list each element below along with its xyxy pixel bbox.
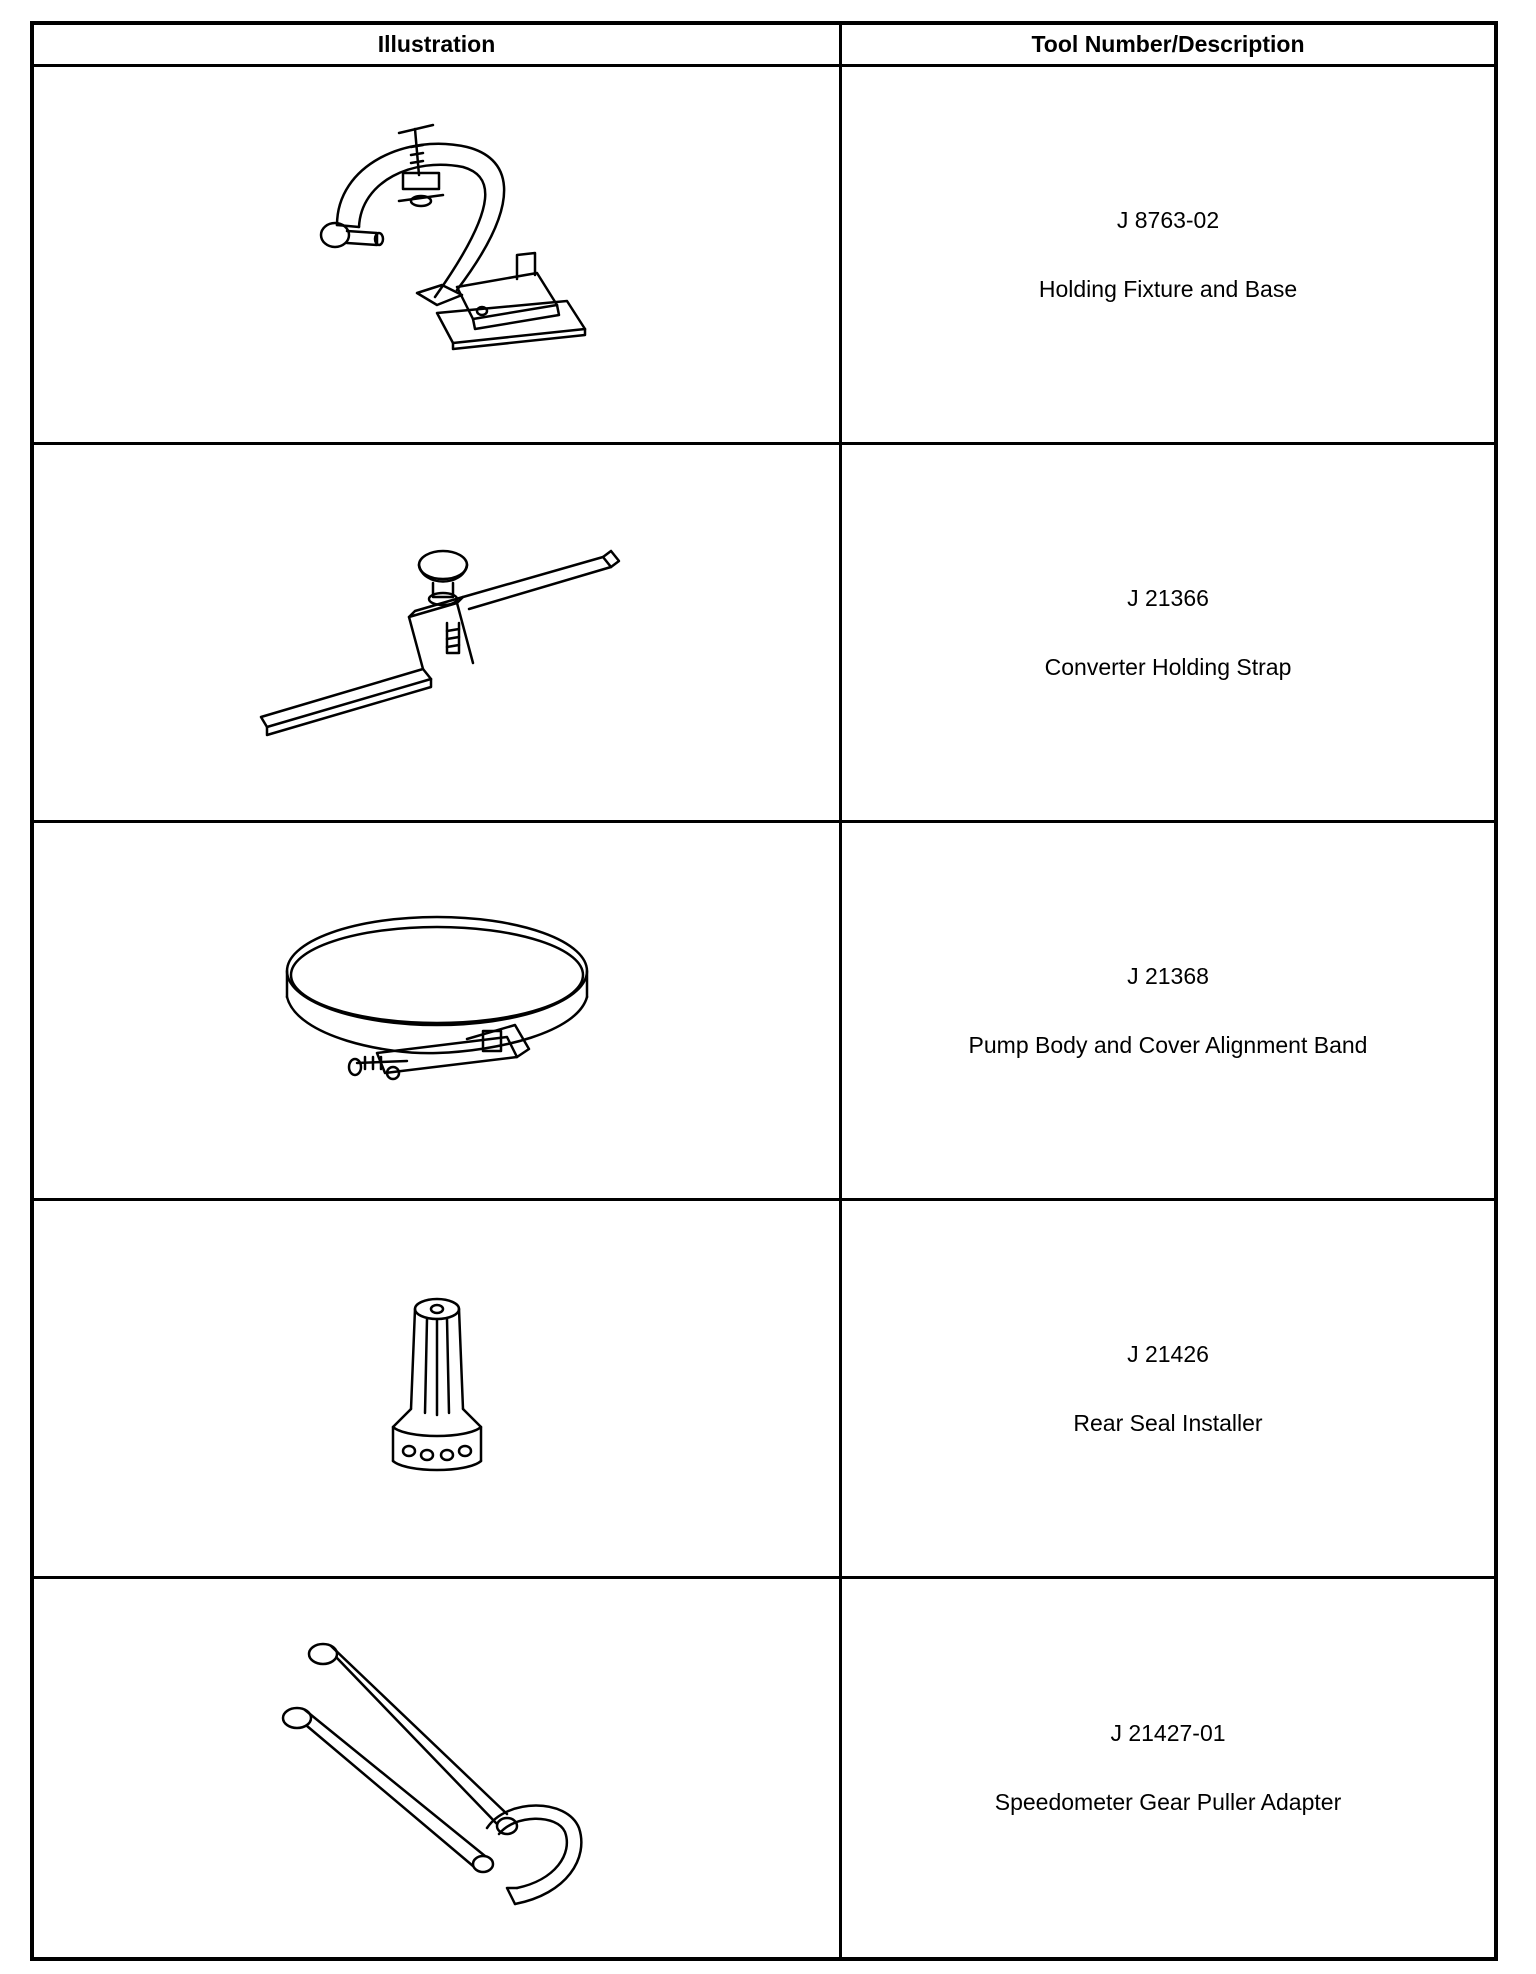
illustration-column-header: Illustration	[34, 25, 842, 67]
illustration-cell	[34, 823, 842, 1201]
tool-number: J 21368	[1127, 962, 1209, 989]
description-cell: J 21426 Rear Seal Installer	[842, 1201, 1494, 1579]
tool-description: Rear Seal Installer	[1073, 1409, 1263, 1436]
tool-description: Pump Body and Cover Alignment Band	[968, 1031, 1368, 1058]
seal-installer-icon	[391, 1297, 482, 1471]
description-cell: J 21427-01 Speedometer Gear Puller Adapt…	[842, 1579, 1494, 1957]
alignment-band-icon	[285, 915, 588, 1080]
holding-strap-icon	[259, 549, 620, 736]
tool-number: J 21426	[1127, 1340, 1209, 1367]
gear-puller-adapter-icon	[281, 1642, 583, 1906]
special-tools-table: Illustration Tool Number/Description	[30, 21, 1498, 1961]
tool-description: Converter Holding Strap	[1044, 653, 1292, 680]
illustration-cell	[34, 1579, 842, 1957]
holding-fixture-icon	[319, 123, 586, 350]
illustration-cell	[34, 445, 842, 823]
description-cell: J 21366 Converter Holding Strap	[842, 445, 1494, 823]
illustration-cell	[34, 67, 842, 445]
tool-number: J 21427-01	[1110, 1720, 1226, 1746]
tool-description: Holding Fixture and Base	[1038, 275, 1298, 302]
description-cell: J 21368 Pump Body and Cover Alignment Ba…	[842, 823, 1494, 1201]
tool-number: J 8763-02	[1116, 206, 1220, 233]
description-column-header: Tool Number/Description	[842, 25, 1494, 67]
tool-number: J 21366	[1127, 584, 1209, 611]
illustration-cell	[34, 1201, 842, 1579]
tool-description: Speedometer Gear Puller Adapter	[994, 1789, 1342, 1815]
description-cell: J 8763-02 Holding Fixture and Base	[842, 67, 1494, 445]
